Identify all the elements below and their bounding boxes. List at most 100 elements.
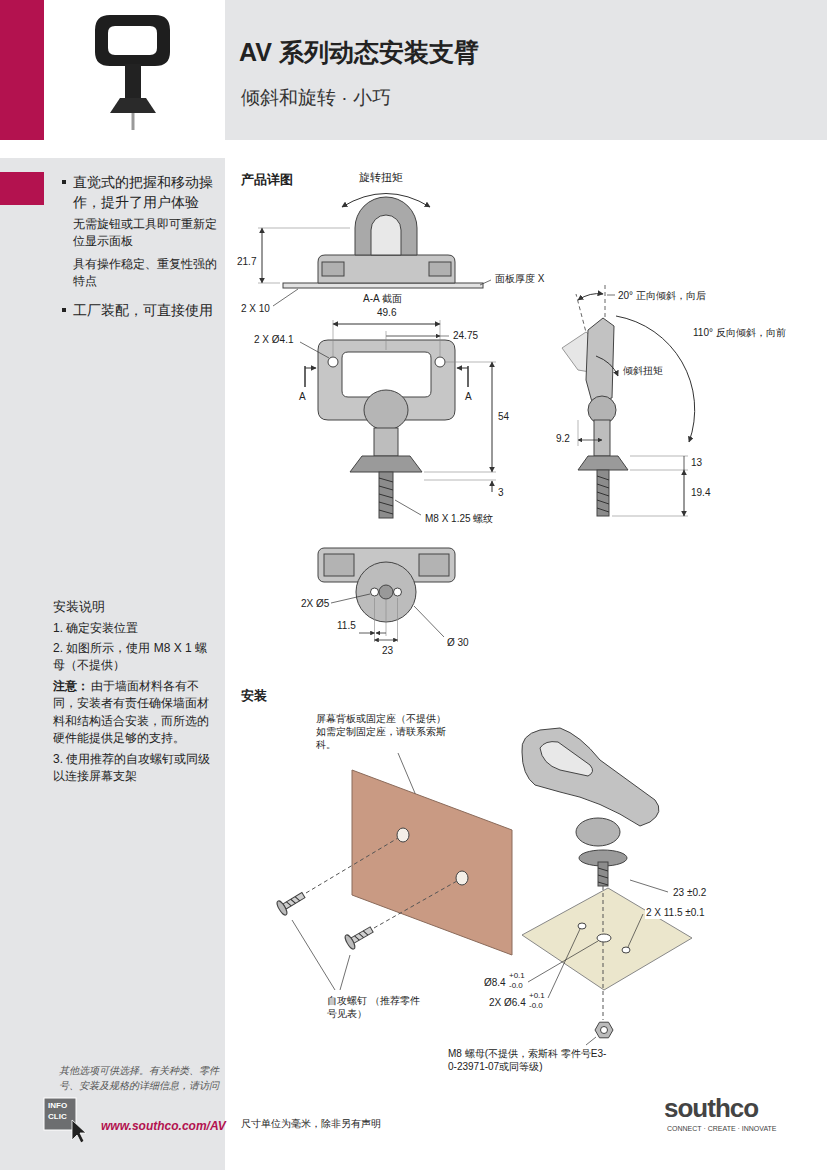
annotation-label: Ø8.4 — [483, 976, 507, 989]
front-view — [424, 480, 496, 481]
annotation-label: 2X Ø5 — [300, 597, 330, 610]
front-view — [492, 481, 493, 492]
section-view — [258, 283, 280, 284]
annotation-label: 11.5 — [336, 619, 357, 632]
annotation-label: 21.7 — [236, 255, 257, 268]
annotation-label: A — [298, 390, 307, 403]
side-view — [616, 316, 695, 442]
sidebar-text: 直觉式的把握和移动操作，提升了用户体验 — [72, 172, 224, 213]
product-photo — [132, 113, 135, 130]
annotation-label: 屏幕背板或固定座（不提供） 如需定制固定座，请联系索斯科。 — [315, 712, 452, 751]
front-view — [379, 478, 393, 514]
front-view — [333, 320, 334, 356]
sidebar-text: 无需旋钮或工具即可重新定位显示面板 — [72, 216, 224, 251]
bottom-view — [324, 554, 354, 576]
annotation-label: 9.2 — [555, 432, 571, 445]
front-view — [328, 357, 338, 367]
install-view — [343, 934, 356, 951]
page-bands — [0, 0, 44, 140]
info-clic-logo — [44, 1098, 76, 1130]
annotation-label: 2X Ø6.4 — [488, 996, 527, 1009]
install-view — [595, 1022, 613, 1038]
front-view — [333, 324, 440, 325]
side-view — [578, 294, 603, 300]
install-view — [630, 880, 668, 892]
front-view — [379, 472, 393, 518]
install-view — [628, 914, 643, 947]
side-view — [612, 516, 688, 517]
sidebar-text: 1. 确定安装位置 — [52, 620, 219, 637]
annotation-label: INFO — [47, 1101, 68, 1111]
sidebar-text: 具有操作稳定、重复性强的特点 — [72, 256, 224, 291]
section-view — [371, 215, 401, 255]
install-view — [601, 1027, 608, 1034]
side-view — [630, 470, 688, 471]
page-bands — [62, 180, 66, 184]
section-view — [283, 283, 483, 288]
install-view — [306, 838, 398, 893]
front-view — [440, 336, 449, 337]
annotation-label: 3 — [497, 486, 505, 499]
bottom-view — [374, 598, 375, 642]
page-title: AV 系列动态安装支臂 — [238, 36, 480, 69]
annotation-label: 面板厚度 X — [494, 272, 545, 285]
annotation-label: 13 — [690, 456, 703, 469]
install-view — [576, 818, 620, 846]
subtitle: 倾斜和旋转 · 小巧 — [240, 86, 392, 111]
install-view — [275, 888, 307, 916]
annotation-label: +0.1 — [508, 971, 526, 981]
side-view — [578, 440, 602, 441]
annotation-label: CLIC — [47, 1112, 68, 1122]
page-bands — [225, 0, 827, 140]
info-clic-logo — [72, 1120, 86, 1143]
front-view — [364, 390, 408, 430]
annotation-label: A — [464, 390, 473, 403]
page-bands — [62, 308, 66, 312]
install-view — [522, 888, 692, 990]
section-view — [480, 280, 491, 285]
install-view — [622, 947, 630, 953]
side-view — [597, 470, 609, 516]
front-view — [300, 342, 329, 358]
annotation-label: -0.0 — [528, 1001, 544, 1011]
bottom-view — [394, 588, 402, 596]
annotation-label: 23 ±0.2 — [672, 886, 707, 899]
section-view — [322, 262, 344, 276]
install-view — [343, 923, 375, 951]
section-view — [262, 228, 263, 283]
annotation-label: 2 X 11.5 ±0.1 — [645, 906, 706, 919]
side-view — [684, 456, 685, 470]
front-view — [435, 357, 445, 367]
product-photo — [95, 15, 170, 130]
front-view — [386, 331, 387, 350]
install-view — [352, 770, 512, 955]
front-view — [300, 320, 496, 518]
info-clic-logo — [44, 1098, 86, 1143]
sidebar-text: 由于墙面材料各有不同，安装者有责任确保墙面材料和结构适合安装，而所选的硬件能提供… — [52, 678, 219, 748]
page-bands — [0, 158, 225, 1170]
install-view — [598, 862, 608, 886]
section-heading: 产品详图 — [240, 172, 294, 189]
annotation-label: -0.0 — [508, 981, 524, 991]
side-view — [607, 295, 615, 296]
install-view — [528, 941, 598, 982]
annotation-label: +0.1 — [528, 991, 546, 1001]
install-view — [598, 868, 608, 885]
side-view — [630, 456, 688, 457]
install-view — [586, 1037, 596, 1045]
bottom-view — [318, 548, 455, 642]
front-view — [374, 428, 398, 456]
annotation-label: 110° 反向倾斜，向前 — [692, 326, 787, 339]
annotation-label: Ø 30 — [446, 636, 470, 649]
section-view — [318, 255, 455, 283]
bottom-view — [419, 554, 449, 576]
section-view — [355, 197, 417, 255]
side-view — [596, 356, 618, 376]
install-view — [578, 923, 586, 929]
sidebar-text: 3. 使用推荐的自攻螺钉或同级以连接屏幕支架 — [52, 751, 219, 786]
side-view — [578, 420, 579, 446]
bottom-view — [397, 598, 398, 642]
bottom-view — [331, 594, 370, 603]
section-view — [273, 289, 298, 306]
